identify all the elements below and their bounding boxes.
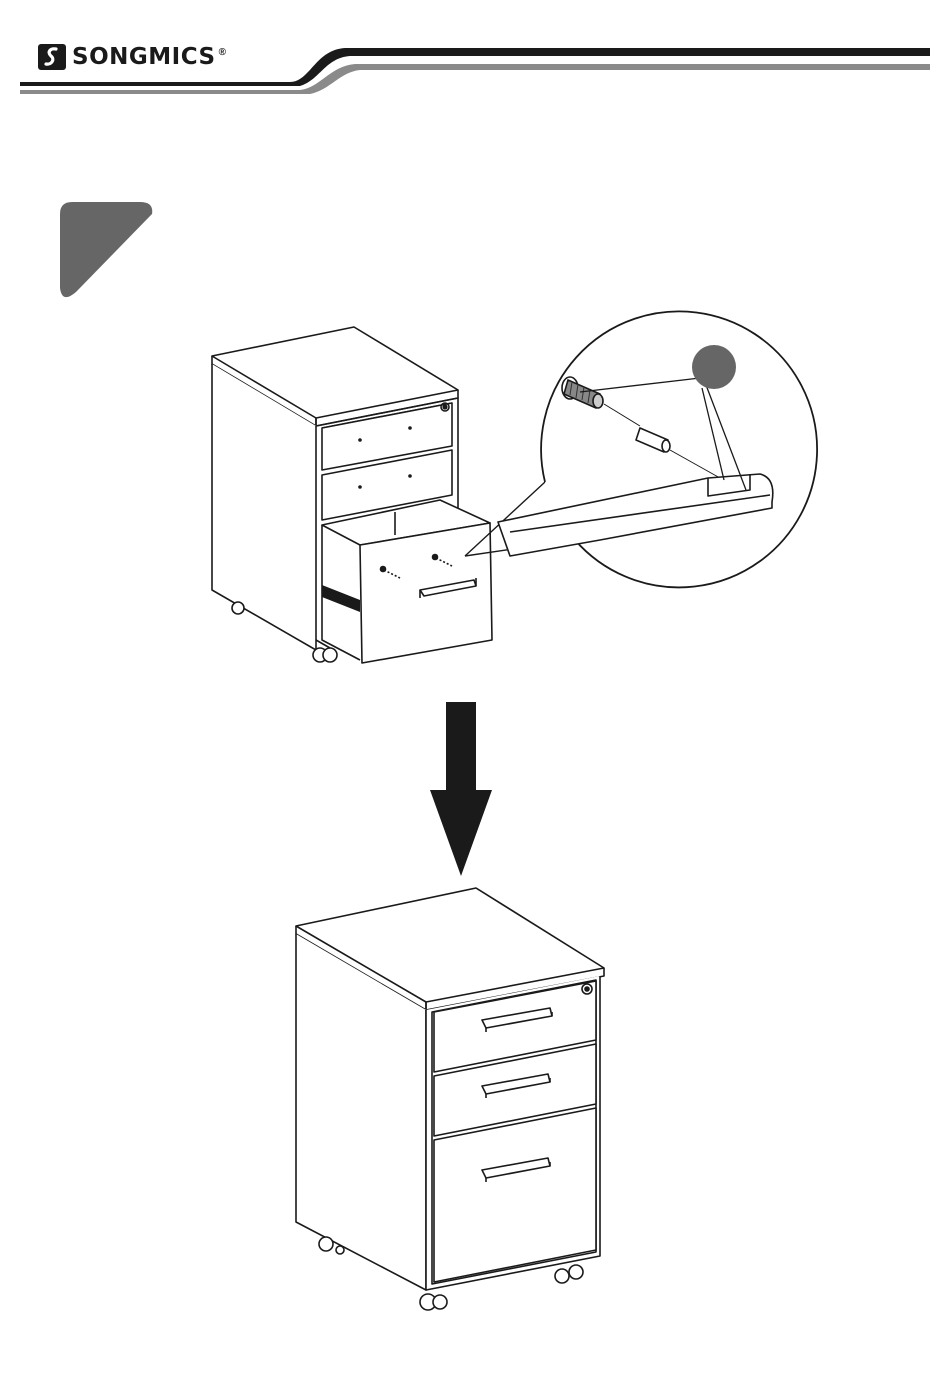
part-label-badge	[692, 345, 736, 389]
cabinet-assembled	[296, 888, 604, 1310]
step-number-badge	[60, 202, 152, 297]
cabinet-drawer-open	[212, 327, 492, 663]
arrow-down-icon	[430, 702, 492, 876]
detail-callout	[465, 311, 817, 587]
